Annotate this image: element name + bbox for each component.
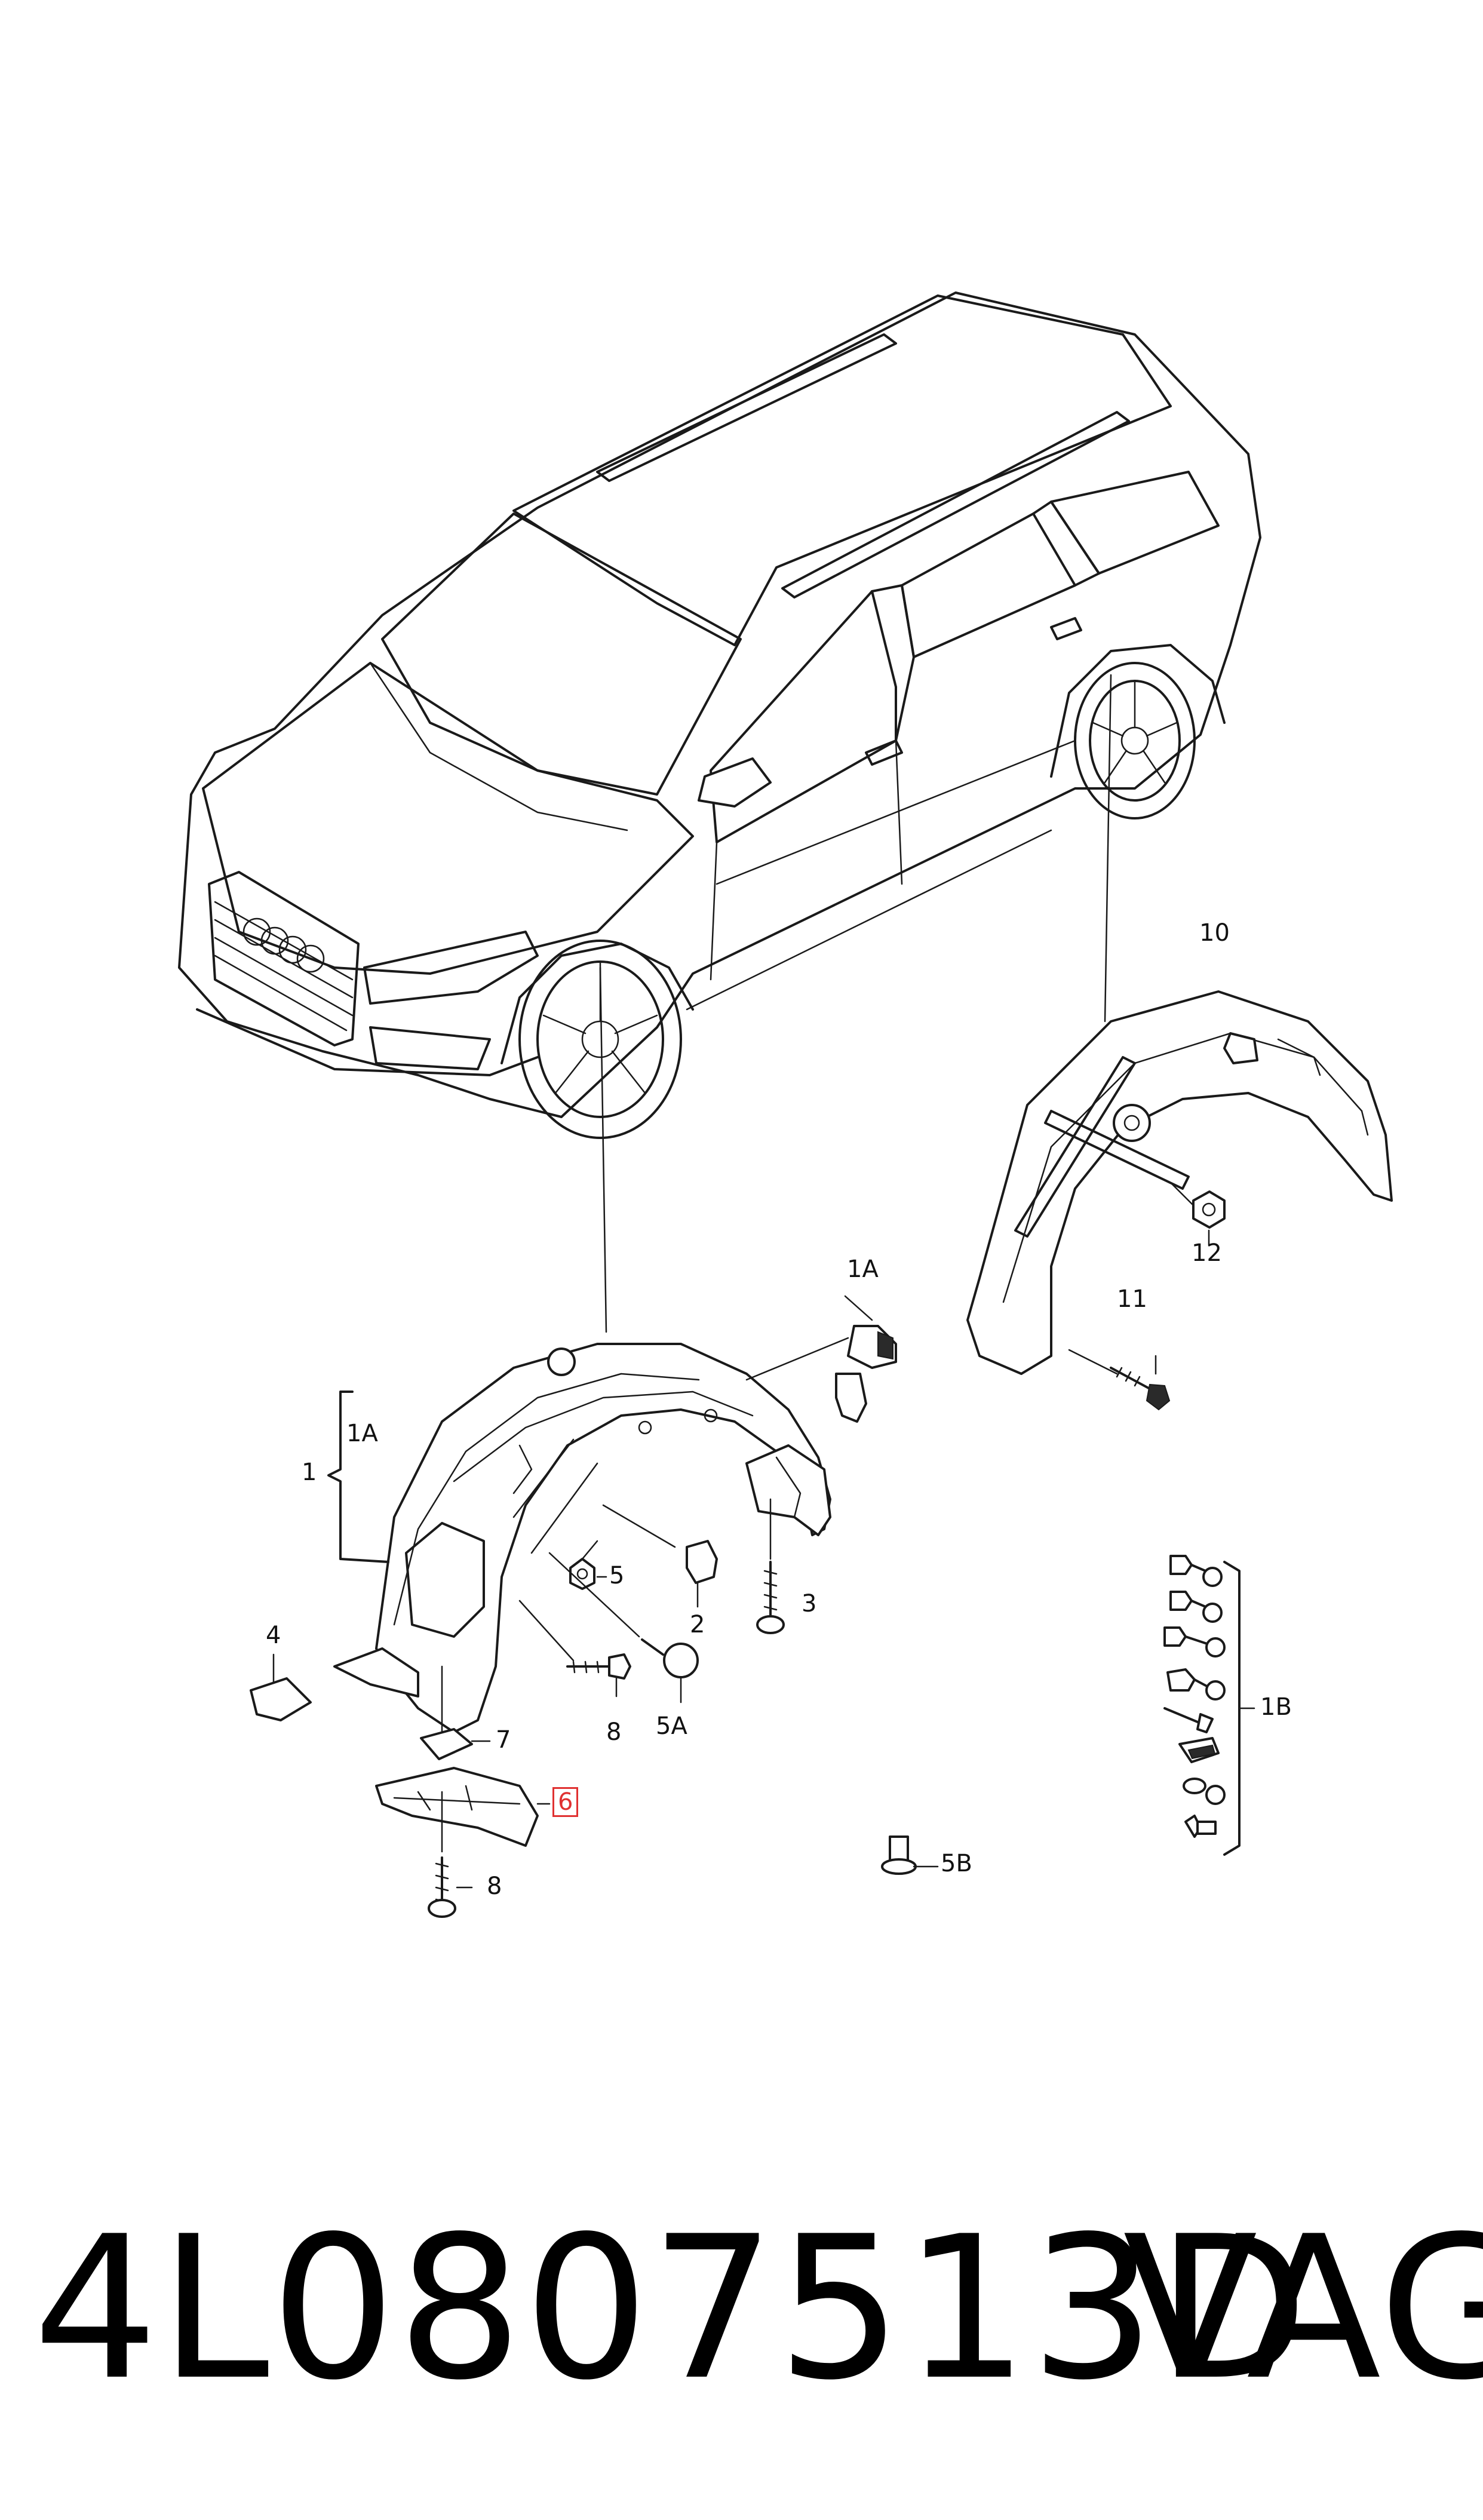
pin-5B: [881, 1835, 939, 1875]
brace-1: [327, 1391, 389, 1563]
car-illustration: [178, 291, 1261, 1139]
screw-11: [1068, 1349, 1171, 1411]
label-5A: 5A: [656, 1712, 687, 1740]
label-1: 1: [302, 1459, 317, 1486]
label-12: 12: [1192, 1239, 1222, 1267]
label-10: 10: [1199, 919, 1230, 947]
screw-8-lower: [428, 1791, 473, 1918]
label-6-highlighted[interactable]: 6: [552, 1787, 579, 1817]
label-1B: 1B: [1260, 1693, 1292, 1721]
bracket-1A: [745, 1295, 897, 1423]
clip-4: [250, 1653, 312, 1721]
label-8-lower: 8: [487, 1873, 502, 1900]
label-7: 7: [496, 1726, 511, 1754]
label-8-upper: 8: [606, 1718, 622, 1746]
screw-3: [756, 1498, 785, 1634]
label-2: 2: [690, 1611, 705, 1638]
label-5: 5: [609, 1562, 625, 1589]
clip-2: [602, 1504, 718, 1608]
clip-5A: [548, 1552, 699, 1703]
label-4: 4: [266, 1622, 281, 1649]
bolt-8-upper: [518, 1600, 631, 1698]
fastener-set-1B: [1163, 1555, 1255, 1856]
bracket-6: [375, 1767, 551, 1847]
nut-5: [569, 1540, 607, 1590]
label-1A-top: 1A: [847, 1256, 879, 1283]
label-3: 3: [802, 1590, 817, 1617]
nut-12: [1169, 1181, 1226, 1247]
brand-name: VAG: [1123, 2194, 1483, 2423]
plate-nut-7: [420, 1665, 491, 1760]
label-5B: 5B: [941, 1850, 972, 1877]
label-1A-brace: 1A: [346, 1420, 378, 1447]
label-11: 11: [1117, 1285, 1147, 1313]
leader-front-arch: [599, 966, 607, 1333]
part-number: 4L0807513D: [33, 2194, 1310, 2423]
leader-rear-arch: [1104, 674, 1112, 1023]
front-wheel-housing-liner: [333, 1343, 831, 1733]
rear-wheel-housing-liner: [966, 990, 1393, 1375]
